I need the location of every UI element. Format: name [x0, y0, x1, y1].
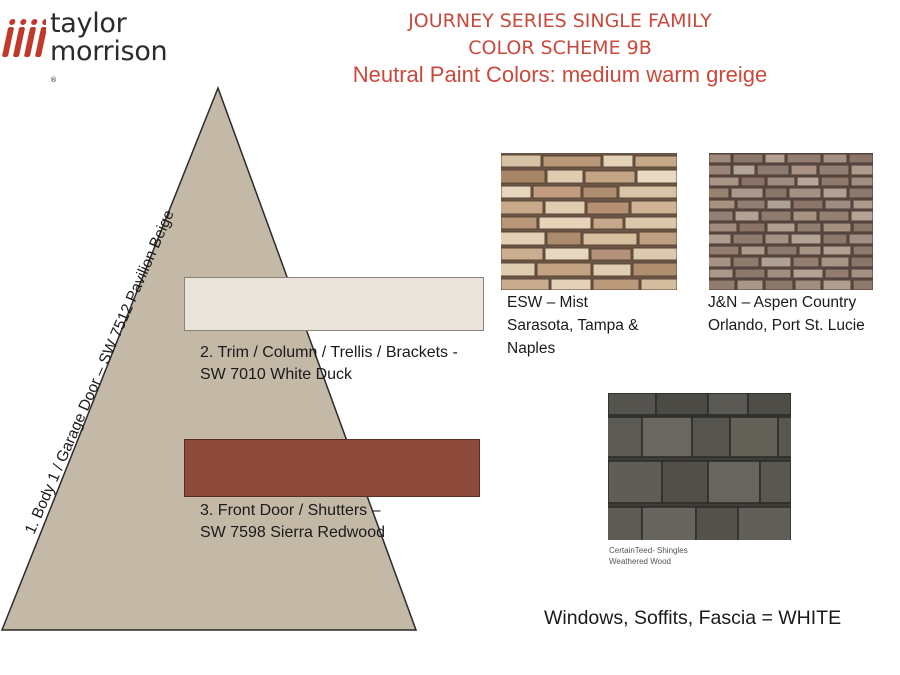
stone-label-aspen-country: J&N – Aspen Country Orlando, Port St. Lu…: [708, 291, 898, 337]
header-title-line-2: COLOR SCHEME 9B: [468, 37, 652, 59]
people-logo-icon: [2, 19, 46, 57]
stone-2-name: J&N – Aspen Country: [708, 294, 857, 311]
brand-logo: taylor morrison ®: [0, 8, 200, 84]
shingle-photo: [608, 393, 791, 540]
trim-label-line-1: 2. Trim / Column / Trellis / Brackets -: [200, 344, 458, 361]
shingle-caption: CertainTeed- Shingles Weathered Wood: [609, 545, 769, 567]
stone-1-region-cont: Naples: [507, 340, 556, 357]
door-label-line-2: SW 7598 Sierra Redwood: [200, 524, 385, 541]
shingle-image: [608, 393, 791, 540]
registered-mark: ®: [50, 76, 57, 84]
stone-1-name: ESW – Mist: [507, 294, 588, 311]
trim-label-line-2: SW 7010 White Duck: [200, 366, 353, 383]
header-title-line-1: JOURNEY SERIES SINGLE FAMILY: [408, 10, 712, 32]
shingle-color: Weathered Wood: [609, 557, 671, 566]
trim-color-label: 2. Trim / Column / Trellis / Brackets - …: [200, 342, 500, 386]
stacked-stone-image: [501, 153, 677, 290]
logo-wordmark: taylor morrison ®: [50, 8, 168, 94]
trim-color-swatch: [184, 277, 484, 331]
stone-label-mist: ESW – Mist Sarasota, Tampa & Naples: [507, 291, 687, 360]
door-label-line-1: 3. Front Door / Shutters –: [200, 502, 381, 519]
stone-photo-aspen-country: [709, 153, 873, 290]
header-subtitle: Neutral Paint Colors: medium warm greige: [352, 62, 768, 87]
door-color-swatch: [184, 439, 480, 497]
white-elements-note: Windows, Soffits, Fascia = WHITE: [544, 607, 842, 629]
ledge-stone-image: [709, 153, 873, 290]
page-header: JOURNEY SERIES SINGLE FAMILY COLOR SCHEM…: [300, 8, 820, 88]
stone-2-region: Orlando, Port St. Lucie: [708, 317, 865, 334]
shingle-brand: CertainTeed- Shingles: [609, 546, 688, 555]
door-color-label: 3. Front Door / Shutters – SW 7598 Sierr…: [200, 500, 500, 544]
stone-1-region: Sarasota, Tampa &: [507, 317, 639, 334]
logo-line-2: morrison: [50, 36, 168, 67]
stone-photo-mist: [501, 153, 677, 290]
logo-line-1: taylor: [50, 8, 127, 39]
